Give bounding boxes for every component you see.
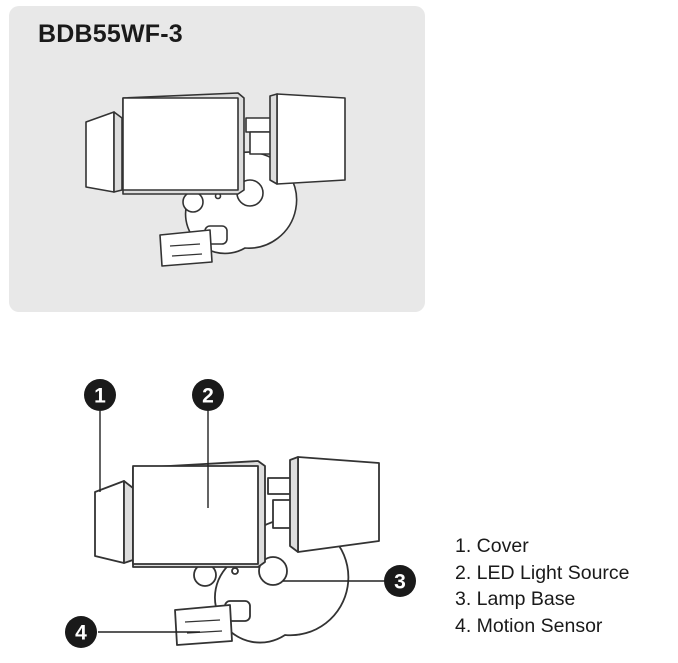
left-knob-shape <box>182 191 204 213</box>
callout-number: 3 <box>394 571 406 594</box>
right-head-side <box>269 93 278 185</box>
left-head-front <box>94 480 125 564</box>
callout-2: 2 <box>192 379 224 411</box>
right-head-side <box>289 456 299 553</box>
right-joint-shape <box>249 131 273 155</box>
callout-number: 4 <box>75 622 87 645</box>
model-title: BDB55WF-3 <box>38 20 183 48</box>
parts-legend: 1. Cover 2. LED Light Source 3. Lamp Bas… <box>455 533 630 639</box>
callout-number: 1 <box>94 385 106 408</box>
motion-sensor-shape <box>159 229 213 267</box>
center-head-front <box>122 97 239 191</box>
legend-item-lamp-base: 3. Lamp Base <box>455 588 576 610</box>
legend-item-cover: 1. Cover <box>455 535 529 557</box>
right-head-front <box>276 93 346 185</box>
legend-item-led-light-source: 2. LED Light Source <box>455 561 630 584</box>
left-head-side <box>113 111 123 193</box>
callout-1: 1 <box>84 379 116 411</box>
product-drawing-labeled: 1 2 3 4 <box>65 379 416 648</box>
left-head-front <box>85 111 115 193</box>
right-head-front <box>297 456 380 553</box>
right-knob-shape <box>258 556 288 586</box>
screw-shape <box>231 567 239 575</box>
motion-sensor-shape <box>174 604 233 646</box>
callout-3: 3 <box>384 565 416 597</box>
left-head-side <box>123 480 134 564</box>
callout-4: 4 <box>65 616 97 648</box>
legend-item-motion-sensor: 4. Motion Sensor <box>455 614 603 637</box>
center-head-front <box>132 465 259 565</box>
callout-number: 2 <box>202 385 214 408</box>
product-drawing-top <box>85 92 346 267</box>
